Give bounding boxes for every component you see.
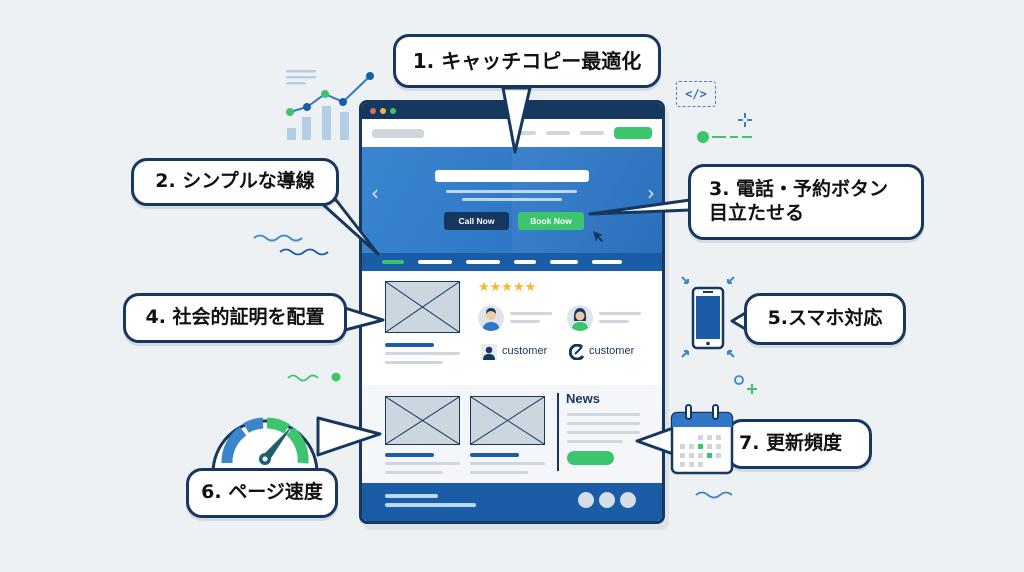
- news-title: News: [566, 391, 600, 406]
- callout-2-simple-flow: 2. シンプルな導線: [131, 158, 339, 206]
- carousel-prev-arrow[interactable]: ‹: [371, 181, 379, 205]
- code-icon: </>: [676, 81, 716, 107]
- wave-dot-decor: [286, 369, 346, 383]
- article-text-line: [470, 471, 528, 474]
- callout-4-social-proof: 4. 社会的証明を配置: [123, 293, 347, 343]
- window-dot-green: [390, 108, 396, 114]
- article-text-line: [385, 471, 443, 474]
- growth-chart-icon: [280, 62, 380, 142]
- social-proof-section: ★★★★★ customer customer: [362, 271, 662, 385]
- text-line-accent: [385, 343, 434, 347]
- callout-3-cta-buttons: 3. 電話・予約ボタン 目立たせる: [688, 164, 924, 240]
- menu-item[interactable]: [514, 260, 536, 264]
- callout-1-catchcopy: 1. キャッチコピー最適化: [393, 34, 661, 88]
- wave-decor: [252, 232, 332, 260]
- customer-logo-icon: [568, 343, 585, 361]
- customer-person-icon: [481, 344, 497, 360]
- news-item-line[interactable]: [567, 413, 640, 416]
- customer-label: customer: [589, 345, 635, 357]
- news-item-line[interactable]: [567, 431, 640, 434]
- article-title-line: [385, 453, 434, 457]
- menu-item-active[interactable]: [382, 260, 404, 264]
- menu-item[interactable]: [550, 260, 578, 264]
- nav-link[interactable]: [520, 131, 536, 135]
- nav-link[interactable]: [546, 131, 570, 135]
- article-title-line: [470, 453, 519, 457]
- article-text-line: [470, 462, 545, 465]
- callout-7-update-frequency: 7. 更新頻度: [726, 419, 872, 469]
- speedometer-icon: [209, 393, 321, 479]
- hero-section: ‹ › Call Now Book Now: [362, 147, 662, 253]
- text-line: [385, 352, 460, 355]
- sparkle-icon: [738, 112, 752, 127]
- review-text-line: [510, 312, 552, 315]
- news-item-line[interactable]: [567, 440, 623, 443]
- call-now-button[interactable]: Call Now: [444, 212, 509, 230]
- reviewer-avatar-male: [478, 305, 504, 331]
- headline-placeholder: [435, 170, 589, 182]
- callout-5-mobile: 5.スマホ対応: [744, 293, 906, 345]
- review-text-line: [599, 312, 641, 315]
- wave-decor-2: [694, 488, 744, 502]
- news-divider: [557, 393, 559, 471]
- text-line: [385, 361, 443, 364]
- news-more-button[interactable]: [567, 451, 614, 465]
- social-icon[interactable]: [599, 492, 615, 508]
- news-item-line[interactable]: [567, 422, 640, 425]
- dot-dash-decor: [696, 129, 760, 143]
- mouse-cursor-icon: [592, 229, 606, 243]
- reviewer-avatar-female: [567, 305, 593, 331]
- site-footer: [362, 483, 662, 521]
- book-now-button[interactable]: Book Now: [518, 212, 584, 230]
- image-placeholder: [385, 281, 460, 333]
- article-image-placeholder: [470, 396, 545, 445]
- menu-item[interactable]: [466, 260, 500, 264]
- footer-text-line: [385, 494, 438, 498]
- social-icon[interactable]: [620, 492, 636, 508]
- site-logo-placeholder: [372, 128, 424, 138]
- calendar-icon: [670, 403, 734, 475]
- footer-text-line: [385, 503, 476, 507]
- menu-item[interactable]: [592, 260, 622, 264]
- article-image-placeholder: [385, 396, 460, 445]
- subheadline-line: [462, 198, 562, 201]
- smartphone-icon: [678, 273, 738, 361]
- subheadline-line: [446, 190, 577, 193]
- nav-cta-button[interactable]: [614, 127, 652, 139]
- article-text-line: [385, 462, 460, 465]
- nav-link[interactable]: [580, 131, 604, 135]
- callout-6-page-speed: 6. ページ速度: [186, 468, 338, 518]
- menu-item[interactable]: [418, 260, 452, 264]
- window-dot-yellow: [380, 108, 386, 114]
- review-text-line: [510, 320, 540, 323]
- review-text-line: [599, 320, 629, 323]
- circle-plus-decor: [732, 374, 764, 398]
- content-section: News: [362, 391, 662, 485]
- carousel-next-arrow[interactable]: ›: [647, 181, 655, 205]
- customer-label: customer: [502, 345, 548, 357]
- window-dot-red: [370, 108, 376, 114]
- social-icon[interactable]: [578, 492, 594, 508]
- star-rating: ★★★★★: [478, 280, 537, 295]
- site-menu-bar: [362, 253, 662, 271]
